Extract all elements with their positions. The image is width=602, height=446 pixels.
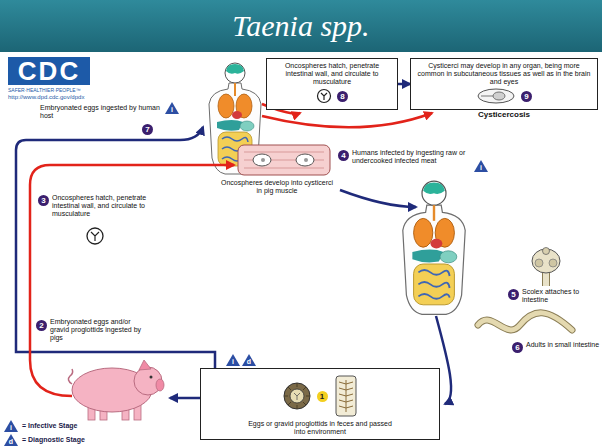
callout-number: 2 [36, 320, 47, 331]
infective-marker: i [226, 354, 240, 366]
marker-letter: d [242, 357, 256, 366]
diagnostic-marker: d [242, 354, 256, 366]
callout-number: 9 [521, 91, 532, 102]
box-text: Oncospheres hatch, penetrate intestinal … [271, 62, 393, 86]
step-text: Embryonated eggs ingested by human host [40, 104, 162, 120]
logo-text: CDC [8, 57, 90, 85]
callout-number: 1 [317, 391, 328, 402]
marker-letter: i [4, 423, 18, 432]
cycle-arrow [340, 190, 416, 207]
callout-number: 8 [337, 91, 348, 102]
stage-row: 9 [415, 88, 593, 104]
life-cycle-box: Cysticerci may develop in any organ, bei… [410, 58, 598, 110]
step-text: Adults in small intestine [526, 341, 600, 349]
legend-marker: i [4, 420, 18, 432]
dissemination-arrow [262, 113, 432, 127]
stage-icon [476, 88, 516, 104]
infective-marker: i [165, 102, 179, 114]
life-cycle-box: 1Eggs or gravid proglottids in feces and… [200, 368, 440, 440]
egg-icon [282, 381, 312, 411]
legend-text: = Infective Stage [22, 421, 77, 430]
proglottid-icon [333, 374, 359, 418]
callout-number: 5 [508, 289, 519, 300]
stage-icon [316, 88, 332, 104]
cycle-arrow [16, 127, 215, 368]
disease-heading: Cysticercosis [411, 110, 597, 120]
callout-number: 6 [512, 342, 523, 353]
marker-letter: i [226, 357, 240, 366]
stage-row: 1 [205, 374, 435, 418]
flow-arrow [398, 83, 410, 86]
stage-icon [333, 374, 359, 418]
cycle-arrow [170, 397, 200, 400]
callout-number: 4 [338, 150, 349, 161]
logo-tagline: SAFER·HEALTHIER·PEOPLE™ [8, 87, 81, 93]
legend-marker: d [4, 434, 18, 446]
pig-muscle-image [238, 145, 330, 175]
life-cycle-box: Oncospheres hatch, penetrate intestinal … [266, 58, 398, 110]
marker-letter: d [4, 437, 18, 446]
slide-title: Taenia spp. [0, 8, 602, 44]
stage-icon [282, 381, 312, 411]
infective-marker: i [474, 160, 488, 172]
box-text: Cysticerci may develop in any organ, bei… [415, 62, 593, 86]
step-text: Scolex attaches to intestine [522, 288, 598, 304]
step-text: Oncospheres hatch, penetrate intestinal … [52, 194, 167, 218]
step-text: Humans infected by ingesting raw or unde… [352, 149, 470, 165]
marker-letter: i [474, 163, 488, 172]
human-host-figure [403, 181, 465, 314]
oncosphere-icon [87, 228, 103, 244]
scolex-image [532, 248, 560, 287]
step-text: Embryonated eggs and/or gravid proglotti… [50, 318, 150, 342]
oncosphere-icon [316, 88, 332, 104]
box-text: Eggs or gravid proglottids in feces and … [245, 420, 395, 436]
callout-number: 7 [142, 124, 153, 135]
cycle-arrow [30, 165, 234, 396]
pig-figure [68, 360, 164, 420]
legend-text: = Diagnostic Stage [22, 435, 85, 444]
stage-row: 8 [271, 88, 393, 104]
adult-worm-image [478, 313, 572, 330]
step-text: Oncospheres develop into cysticerci in p… [218, 179, 336, 195]
marker-letter: i [165, 105, 179, 114]
source-url: http://www.dpd.cdc.gov/dpdx [8, 94, 84, 101]
callout-number: 3 [38, 195, 49, 206]
cysticercus-icon [476, 88, 516, 104]
